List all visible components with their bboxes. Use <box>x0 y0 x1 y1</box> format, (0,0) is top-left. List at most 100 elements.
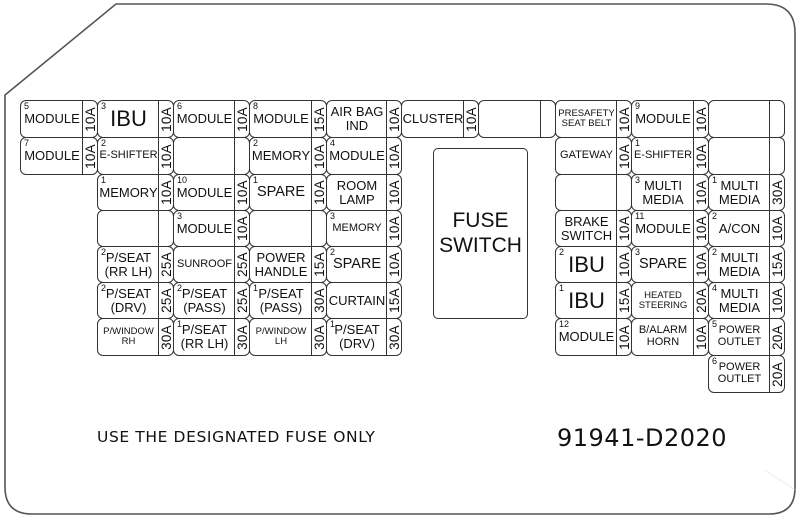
fuse-index: 1 <box>330 319 336 329</box>
fuse-amperage: 30A <box>769 175 785 210</box>
fuse-slot[interactable] <box>173 137 250 175</box>
fuse-index: 3 <box>330 211 336 221</box>
fuse-label <box>479 101 541 137</box>
fuse-switch[interactable]: FUSE SWITCH <box>433 148 528 319</box>
fuse-label: MULTI MEDIA <box>718 249 761 279</box>
fuse-label <box>250 211 312 246</box>
fuse-amperage: 10A <box>386 101 402 137</box>
fuse-label: ROOM LAMP <box>336 177 378 207</box>
fuse-slot[interactable] <box>708 100 785 138</box>
fuse-label: MODULE <box>558 329 615 345</box>
fuse-amperage: 10A <box>616 319 632 355</box>
fuse-slot[interactable] <box>708 137 785 175</box>
fuse-label: AIR BAG IND <box>330 104 384 133</box>
fuse-slot[interactable] <box>97 210 174 247</box>
fuse-label: MODULE <box>176 111 233 127</box>
fuse-amperage: 10A <box>693 138 709 174</box>
fuse-slot[interactable] <box>478 100 556 138</box>
designated-fuse-warning: USE THE DESIGNATED FUSE ONLY <box>97 428 376 446</box>
fuse-label: P/SEAT (DRV) <box>334 322 380 351</box>
fuse-index: 2 <box>712 247 718 257</box>
fuse-index: 4 <box>330 138 336 148</box>
fuse-switch-label: FUSE SWITCH <box>439 209 522 257</box>
fuse-label: MULTI MEDIA <box>718 177 761 207</box>
fuse-slot[interactable] <box>249 210 327 247</box>
fuse-label: MODULE <box>24 111 80 127</box>
fuse-index: 10 <box>177 175 188 185</box>
fuse-label: POWER HANDLE <box>254 249 308 279</box>
fuse-amperage: 10A <box>616 211 632 246</box>
fuse-label: PRESAFETY SEAT BELT <box>558 108 615 129</box>
fuse-index: 6 <box>177 101 183 111</box>
fuse-label: P/WINDOW LH <box>255 326 307 347</box>
fuse-label: MEMORY <box>99 184 158 200</box>
fuse-index: 3 <box>177 211 183 221</box>
fuse-label: P/SEAT (PASS) <box>181 285 228 315</box>
fuse-amperage: 10A <box>769 283 785 318</box>
fuse-amperage: 10A <box>463 101 479 137</box>
fuse-index: 1 <box>177 319 183 329</box>
fuse-label <box>709 138 770 174</box>
fuse-amperage <box>769 138 784 174</box>
fuse-index: 3 <box>635 247 641 257</box>
fuse-index: 2 <box>101 247 107 257</box>
fuse-amperage: 10A <box>693 319 709 355</box>
fuse-amperage: 25A <box>234 247 250 282</box>
fuse-amperage: 10A <box>234 211 250 246</box>
fuse-label: MODULE <box>24 148 80 164</box>
fuse-slot[interactable] <box>555 174 632 211</box>
fuse-amperage: 25A <box>158 283 174 318</box>
fuse-index: 1 <box>635 138 641 148</box>
fuse-index: 9 <box>635 101 641 111</box>
fuse-amperage: 10A <box>234 101 250 137</box>
fuse-label: CLUSTER <box>402 111 464 127</box>
